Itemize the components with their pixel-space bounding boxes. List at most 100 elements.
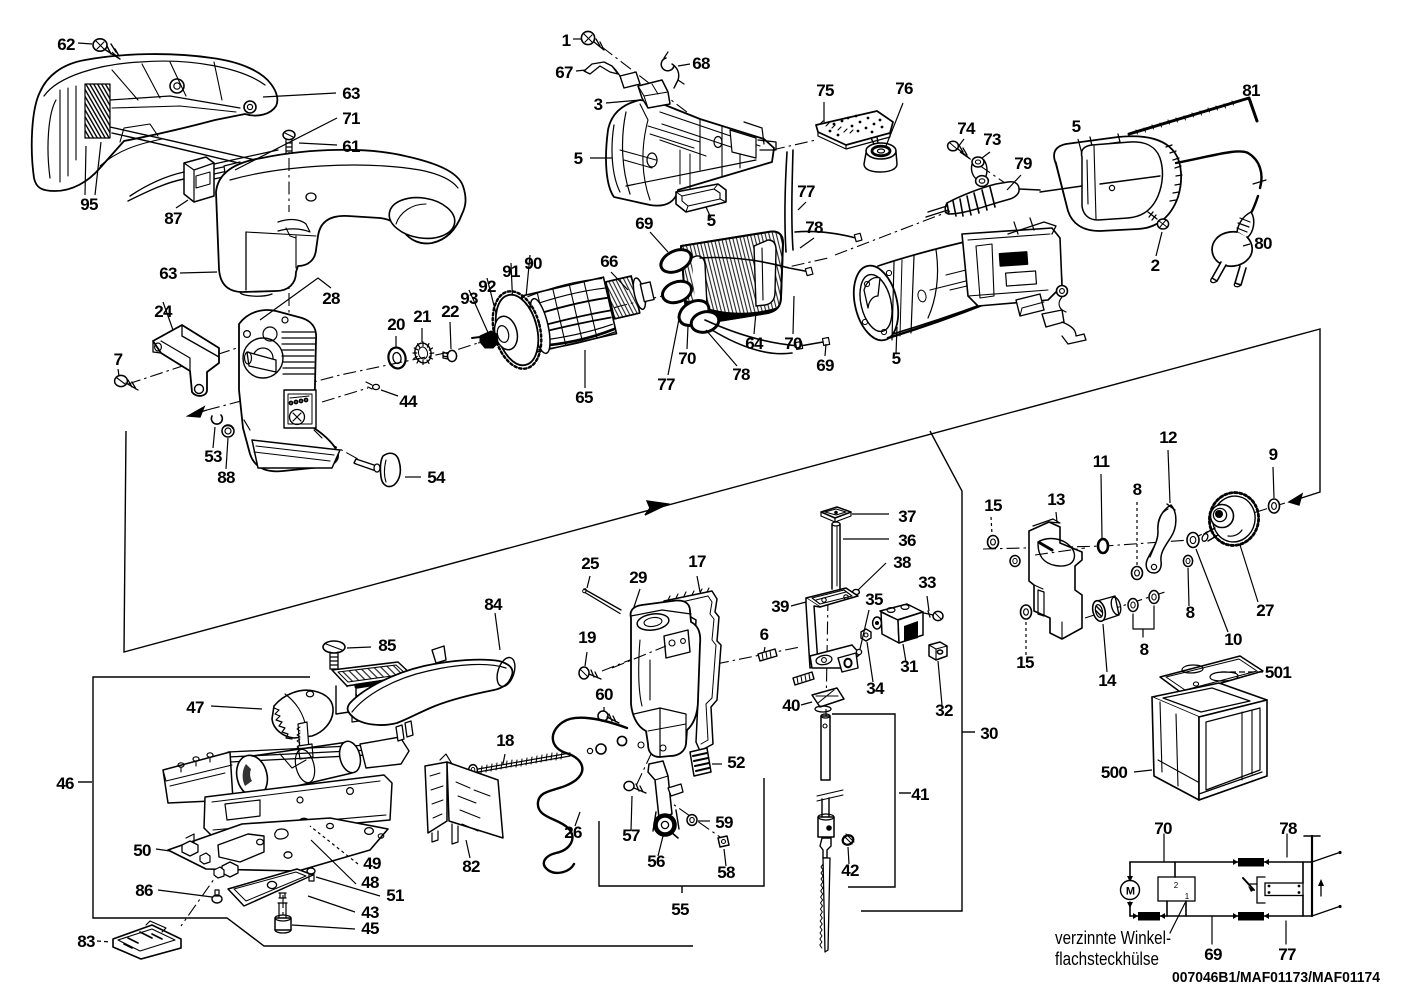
svg-text:70: 70 <box>1154 819 1172 838</box>
svg-text:10: 10 <box>1224 630 1242 649</box>
svg-text:38: 38 <box>893 553 911 572</box>
svg-text:73: 73 <box>983 130 1001 149</box>
svg-text:3: 3 <box>594 95 603 114</box>
svg-text:24: 24 <box>154 302 173 321</box>
svg-text:70: 70 <box>678 349 696 368</box>
svg-text:6: 6 <box>760 625 769 644</box>
svg-text:58: 58 <box>717 863 735 882</box>
svg-text:17: 17 <box>688 552 706 571</box>
svg-text:5: 5 <box>892 349 901 368</box>
svg-text:27: 27 <box>1256 601 1274 620</box>
svg-text:40: 40 <box>782 696 800 715</box>
svg-text:5: 5 <box>707 211 716 230</box>
svg-text:66: 66 <box>600 252 618 271</box>
svg-text:39: 39 <box>771 597 789 616</box>
svg-text:64: 64 <box>745 334 764 353</box>
svg-text:54: 54 <box>427 468 446 487</box>
svg-text:2: 2 <box>1151 256 1160 275</box>
svg-text:51: 51 <box>386 886 404 905</box>
svg-text:34: 34 <box>866 679 885 698</box>
svg-text:28: 28 <box>322 289 340 308</box>
svg-text:9: 9 <box>1269 445 1278 464</box>
svg-text:67: 67 <box>555 63 573 82</box>
svg-text:12: 12 <box>1159 428 1177 447</box>
svg-text:77: 77 <box>1278 945 1296 964</box>
svg-text:13: 13 <box>1047 490 1065 509</box>
svg-text:8: 8 <box>1140 640 1149 659</box>
svg-text:15: 15 <box>984 496 1002 515</box>
svg-text:49: 49 <box>363 854 381 873</box>
svg-text:86: 86 <box>135 881 153 900</box>
svg-text:31: 31 <box>900 657 918 676</box>
svg-text:80: 80 <box>1254 234 1272 253</box>
svg-text:78: 78 <box>1279 819 1297 838</box>
svg-text:21: 21 <box>413 307 431 326</box>
svg-text:32: 32 <box>935 701 953 720</box>
svg-text:62: 62 <box>57 35 75 54</box>
svg-text:57: 57 <box>622 826 640 845</box>
svg-text:18: 18 <box>496 731 514 750</box>
svg-text:48: 48 <box>361 873 379 892</box>
svg-text:26: 26 <box>564 823 582 842</box>
svg-text:71: 71 <box>342 109 360 128</box>
svg-text:501: 501 <box>1265 663 1292 682</box>
svg-text:95: 95 <box>80 195 98 214</box>
svg-text:52: 52 <box>727 753 745 772</box>
svg-text:22: 22 <box>441 302 459 321</box>
svg-text:5: 5 <box>1072 117 1081 136</box>
svg-text:8: 8 <box>1186 603 1195 622</box>
svg-text:1: 1 <box>562 31 571 50</box>
svg-text:74: 74 <box>957 119 976 138</box>
svg-text:68: 68 <box>692 54 710 73</box>
svg-text:36: 36 <box>898 531 916 550</box>
svg-text:1: 1 <box>1185 892 1190 901</box>
svg-text:85: 85 <box>378 636 396 655</box>
svg-text:55: 55 <box>671 900 689 919</box>
svg-text:29: 29 <box>629 568 647 587</box>
svg-text:44: 44 <box>399 392 418 411</box>
svg-text:90: 90 <box>524 254 542 273</box>
svg-text:11: 11 <box>1093 452 1110 471</box>
svg-text:81: 81 <box>1242 81 1260 100</box>
svg-text:83: 83 <box>77 932 95 951</box>
svg-text:37: 37 <box>898 507 916 526</box>
svg-text:77: 77 <box>797 182 815 201</box>
svg-text:7: 7 <box>114 350 123 369</box>
svg-text:60: 60 <box>595 685 613 704</box>
svg-text:15: 15 <box>1016 653 1034 672</box>
svg-text:53: 53 <box>204 447 222 466</box>
svg-text:78: 78 <box>805 218 823 237</box>
svg-text:63: 63 <box>342 84 360 103</box>
svg-text:69: 69 <box>816 356 834 375</box>
svg-text:verzinnte Winkel-: verzinnte Winkel- <box>1055 928 1171 948</box>
svg-text:2: 2 <box>1174 881 1179 890</box>
svg-text:500: 500 <box>1101 763 1128 782</box>
svg-text:79: 79 <box>1014 154 1032 173</box>
svg-text:84: 84 <box>484 595 503 614</box>
svg-text:92: 92 <box>478 277 496 296</box>
svg-text:63: 63 <box>159 264 177 283</box>
svg-text:82: 82 <box>462 857 480 876</box>
svg-text:007046B1/MAF01173/MAF01174: 007046B1/MAF01173/MAF01174 <box>1172 969 1381 986</box>
svg-text:87: 87 <box>164 209 182 228</box>
svg-text:93: 93 <box>460 289 478 308</box>
svg-text:50: 50 <box>133 841 151 860</box>
svg-text:61: 61 <box>342 137 360 156</box>
svg-text:43: 43 <box>361 903 379 922</box>
svg-text:19: 19 <box>578 628 596 647</box>
svg-text:69: 69 <box>635 214 653 233</box>
svg-text:14: 14 <box>1098 671 1117 690</box>
svg-text:77: 77 <box>657 375 675 394</box>
svg-text:69: 69 <box>1204 945 1222 964</box>
svg-text:5: 5 <box>574 149 583 168</box>
svg-text:47: 47 <box>186 698 204 717</box>
svg-text:20: 20 <box>387 315 405 334</box>
svg-text:35: 35 <box>865 590 883 609</box>
svg-text:8: 8 <box>1133 480 1142 499</box>
svg-text:78: 78 <box>732 365 750 384</box>
svg-text:65: 65 <box>575 388 593 407</box>
svg-text:45: 45 <box>361 919 379 938</box>
svg-text:88: 88 <box>217 468 235 487</box>
svg-text:M: M <box>1126 886 1135 898</box>
svg-text:75: 75 <box>816 81 834 100</box>
